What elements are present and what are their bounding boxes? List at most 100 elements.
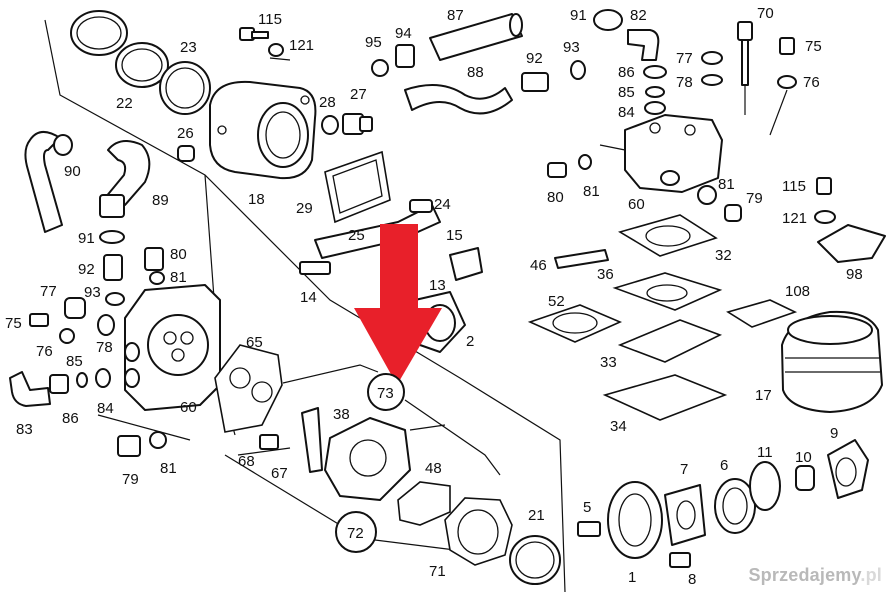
label-22-lower: 22 [116,95,133,112]
label-29: 29 [296,200,313,217]
washer-81-right-b [697,185,717,205]
fitting-92-right [521,72,549,92]
label-36: 36 [597,266,614,283]
label-23: 23 [180,39,197,56]
snap-ring-21 [509,535,561,585]
label-7: 7 [680,461,688,478]
gasket-29 [324,150,391,224]
hose-89 [99,140,151,218]
washer-81-right-a [578,154,592,170]
label-108: 108 [785,283,810,300]
label-88: 88 [467,64,484,81]
label-85-right: 85 [618,84,635,101]
label-67: 67 [271,465,288,482]
clamp-91-right [593,9,623,31]
washer-81-lower [149,431,167,449]
flange-1 [607,481,663,559]
label-115-left: 115 [258,11,282,28]
washer-95 [371,59,389,77]
plug-26 [177,145,195,162]
plate-33 [617,319,723,363]
label-33: 33 [600,354,617,371]
label-6: 6 [720,457,728,474]
label-121-left: 121 [289,37,314,54]
gasket-71 [444,497,513,566]
bearing-6 [714,478,756,534]
label-89: 89 [152,192,169,209]
hose-90 [24,131,73,233]
label-86-left: 86 [62,410,79,427]
label-71: 71 [429,563,446,580]
label-81-right-b: 81 [718,176,735,193]
gasket-32 [618,214,718,257]
label-80-right: 80 [547,189,564,206]
bolt-5 [577,521,601,537]
label-84-right: 84 [618,104,635,121]
fitting-80 [144,247,164,271]
elbow-82 [627,29,660,61]
sprzedajemy-watermark: Sprzedajemy.pl [748,565,882,586]
label-98: 98 [846,266,863,283]
gasket-52 [527,304,623,343]
washer-78-right [701,74,723,86]
washer-86-right [643,65,667,79]
bolt-8 [669,552,691,568]
bolt-68 [259,434,279,450]
label-81-left-b: 81 [160,460,177,477]
label-75-right: 75 [805,38,822,55]
highlight-arrow [354,224,442,385]
fitting-91 [99,230,125,244]
fitting-79 [117,435,141,457]
label-9: 9 [830,425,838,442]
label-84-left: 84 [97,400,114,417]
label-76-right: 76 [803,74,820,91]
snap-ring-22-top [70,10,128,56]
hose-88 [404,84,513,115]
label-80-left: 80 [170,246,187,263]
cylinder-17 [781,310,883,413]
label-121-right: 121 [782,210,807,227]
fitting-27 [342,113,373,135]
label-18: 18 [248,191,265,208]
label-14: 14 [300,289,317,306]
label-72: 72 [347,525,364,542]
bolt-115 [239,27,269,41]
bolt-75 [29,313,49,327]
washer-76-right [777,75,797,89]
elbow-83 [9,371,51,407]
label-115-right: 115 [782,178,806,195]
cylinder-head-60-left [124,284,221,411]
plug-77-right [701,51,723,65]
washer-93 [105,292,125,306]
gasket-108 [726,299,798,328]
label-46: 46 [530,257,547,274]
label-73: 73 [377,385,394,402]
label-85-left: 85 [66,353,83,370]
pin-24 [409,199,433,213]
label-10: 10 [795,449,812,466]
o-ring-11 [749,461,781,511]
label-78-left: 78 [96,339,113,356]
label-93-right: 93 [563,39,580,56]
label-90: 90 [64,163,81,180]
label-82: 82 [630,7,647,24]
gasket-34 [602,374,728,421]
label-11: 11 [757,444,773,461]
label-77-left: 77 [40,283,57,300]
label-65: 65 [246,334,263,351]
label-86-right: 86 [618,64,635,81]
bushing-10 [795,465,815,491]
valve-plate-38 [324,417,411,501]
label-83: 83 [16,421,33,438]
strip-46 [554,249,609,269]
washer-121 [268,43,284,57]
nut-86 [49,374,69,394]
label-79-left: 79 [122,471,139,488]
bolt-70 [737,21,753,86]
label-78-right: 78 [676,74,693,91]
plate-36 [612,272,723,311]
label-8: 8 [688,571,696,588]
label-2: 2 [466,333,474,350]
